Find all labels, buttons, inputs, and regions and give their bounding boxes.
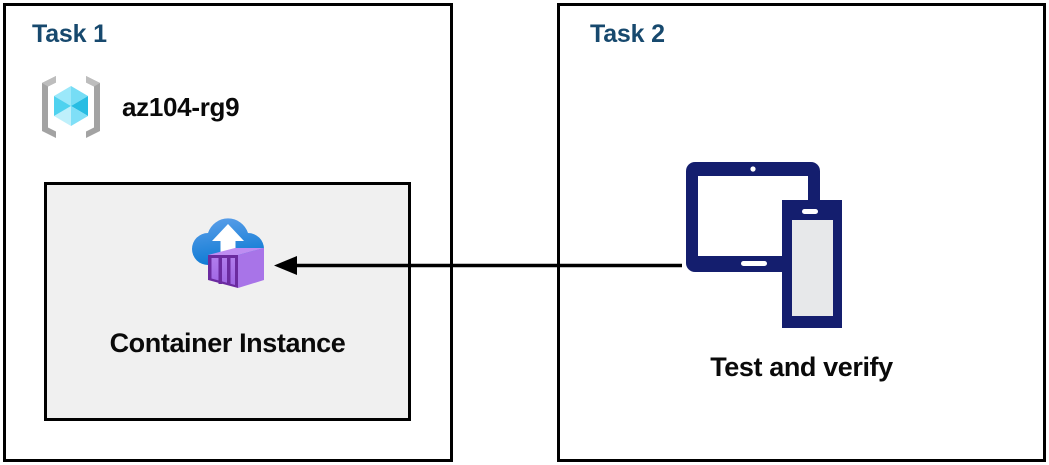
resource-group-row: az104-rg9 (34, 70, 240, 144)
task-1-panel: Task 1 (3, 3, 453, 462)
azure-resource-group-icon (42, 76, 100, 138)
azure-container-instance-icon (191, 218, 264, 288)
task-1-title: Task 1 (32, 20, 107, 48)
container-instance-label: Container Instance (109, 328, 346, 358)
test-and-verify-label: Test and verify (710, 352, 893, 382)
task-2-panel: Task 2 (557, 3, 1046, 462)
left-arrow-icon (274, 256, 682, 275)
task-2-title: Task 2 (590, 20, 665, 48)
resource-group-label: az104-rg9 (122, 91, 240, 122)
tablet-and-phone-devices-icon (686, 162, 842, 328)
container-instance-card: Container Instance (44, 182, 411, 421)
